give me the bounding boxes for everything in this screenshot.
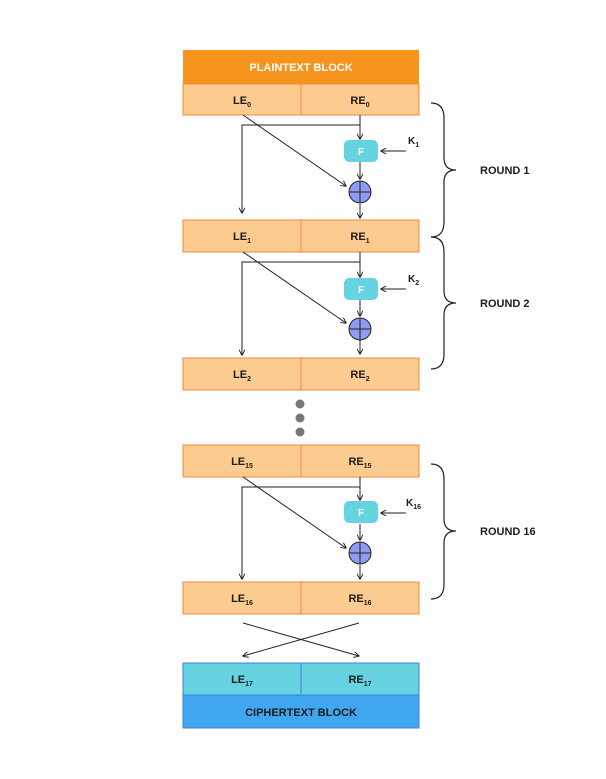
re-15-label: RE15 <box>348 456 371 470</box>
le-1-label: LE1 <box>233 231 251 245</box>
le-15-block <box>182 444 302 478</box>
re-0-label: RE0 <box>350 95 369 109</box>
re-0-block <box>300 83 420 116</box>
ciphertext-block-label: CIPHERTEXT BLOCK <box>245 707 357 719</box>
stage-17: LE17 RE17 <box>182 662 420 696</box>
f-label-1: F <box>358 147 364 158</box>
round-1-label: ROUND 1 <box>480 165 530 177</box>
ellipsis-dots <box>295 399 305 437</box>
plaintext-block <box>183 50 419 84</box>
re-1-block <box>300 219 420 253</box>
le-16-label: LE16 <box>231 593 253 607</box>
xor-icon <box>348 317 372 341</box>
le-1-block <box>182 219 302 253</box>
re-17-label: RE17 <box>348 674 371 688</box>
re-15-block <box>300 444 420 478</box>
key-16-label: K16 <box>406 498 421 511</box>
le-2-block <box>182 357 302 391</box>
xor-icon <box>348 541 372 565</box>
re-2-block <box>300 357 420 391</box>
le-0-block <box>182 83 302 116</box>
f-label-16: F <box>358 508 364 519</box>
key-2-label: K2 <box>408 274 419 287</box>
round-1-brace <box>430 102 457 238</box>
le-16-block <box>182 581 302 615</box>
stage-1: LE1 RE1 <box>182 219 420 253</box>
f-function-16 <box>344 501 378 523</box>
re-16-label: RE16 <box>348 593 371 607</box>
re-1-label: RE1 <box>350 231 369 245</box>
swap-arrows <box>243 622 359 656</box>
key-1-label: K1 <box>408 136 419 149</box>
f-label-2: F <box>358 285 364 296</box>
round-1-flow <box>242 114 406 218</box>
round-2-flow <box>242 251 406 355</box>
stage-15: LE15 RE15 <box>182 444 420 478</box>
round-16-flow <box>242 476 406 579</box>
le-15-label: LE15 <box>231 456 253 470</box>
f-function-2 <box>344 278 378 300</box>
round-16-label: ROUND 16 <box>480 526 536 538</box>
f-function-1 <box>344 140 378 162</box>
re-16-block <box>300 581 420 615</box>
round-2-label: ROUND 2 <box>480 298 530 310</box>
xor-icon <box>348 180 372 204</box>
round-2-brace <box>430 236 457 370</box>
round-16-brace <box>430 463 457 600</box>
le-17-label: LE17 <box>231 674 253 688</box>
re-2-label: RE2 <box>350 369 369 383</box>
le-0-label: LE0 <box>233 95 251 109</box>
stage-2: LE2 RE2 <box>182 357 420 391</box>
plaintext-block-label: PLAINTEXT BLOCK <box>249 62 352 74</box>
stage-0: LE0 RE0 <box>182 83 420 116</box>
ciphertext-block <box>182 694 420 729</box>
stage-16: LE16 RE16 <box>182 581 420 615</box>
le-2-label: LE2 <box>233 369 251 383</box>
